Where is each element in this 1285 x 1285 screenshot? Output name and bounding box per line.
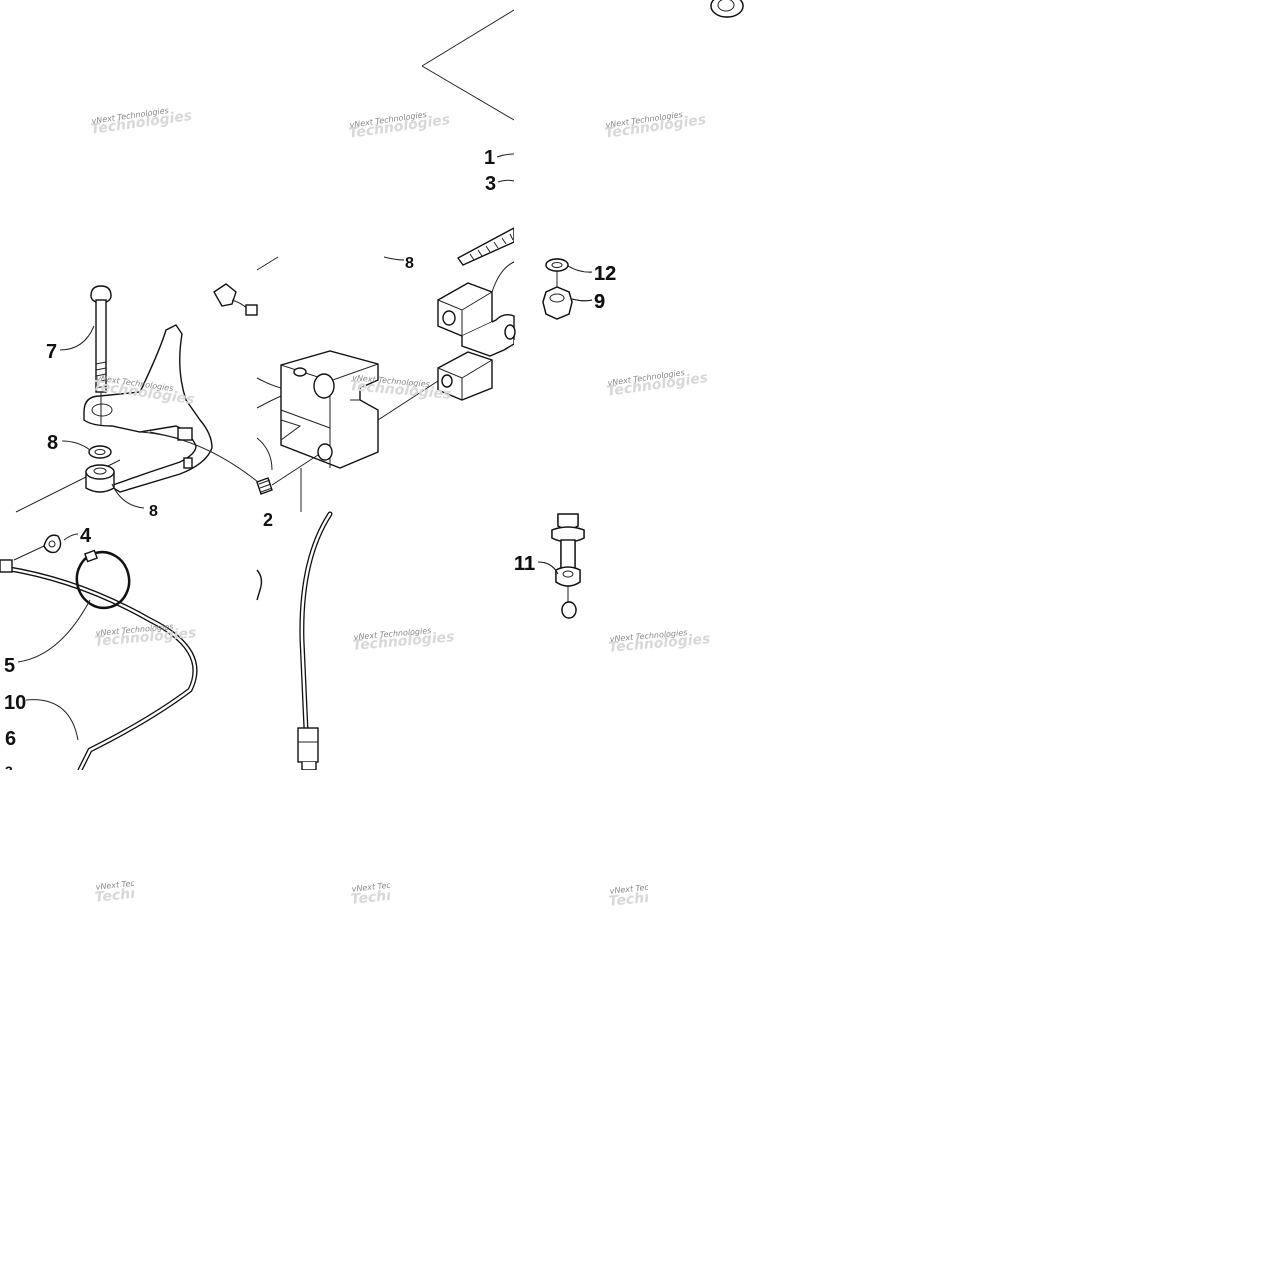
callout-11: 11 xyxy=(514,553,535,575)
callout-1: 1 xyxy=(484,147,495,169)
spring-pin xyxy=(256,256,319,512)
watermark-partial: Technologies vNext Technologies xyxy=(94,875,134,906)
long-threaded-bolt xyxy=(456,226,515,266)
pivot-bolt-7 xyxy=(59,285,112,426)
callout-8: 8 xyxy=(47,432,58,454)
callout-8-top: 8 xyxy=(405,255,414,272)
callout-11-label: 11 xyxy=(514,553,535,575)
cable-end-fitting-upper xyxy=(213,283,258,316)
brake-cable-center xyxy=(256,511,333,771)
bushing xyxy=(85,464,145,509)
brake-lever xyxy=(83,324,259,493)
cable-tie-5 xyxy=(17,549,131,663)
callout-12: 12 xyxy=(594,263,616,285)
acorn-nut-visible: 12 9 xyxy=(542,258,616,320)
clip-4 xyxy=(13,533,79,561)
clamp-block-upper-half xyxy=(437,261,516,401)
callout-3-upper: 3 xyxy=(485,173,496,195)
leader-10 xyxy=(25,699,79,741)
watermark: Technologies vNext Technologies xyxy=(94,622,197,650)
callout-9-label: 9 xyxy=(594,291,605,313)
callout-9: 9 xyxy=(594,291,605,313)
leader-8-top xyxy=(383,256,405,261)
brake-cable-left xyxy=(0,559,198,773)
callout-8-lower: 8 xyxy=(149,503,158,520)
callout-6: 6 xyxy=(5,728,16,750)
cap-screw-top-visible xyxy=(710,0,744,18)
callout-2: 2 xyxy=(263,510,273,530)
watermark-partial: Technologies vNext Technologies xyxy=(350,877,390,908)
adjuster-visible: 11 xyxy=(514,513,585,619)
watermark: Technologies vNext Technologies xyxy=(90,106,193,138)
callout-10: 10 xyxy=(4,692,26,714)
clamp-block-main xyxy=(280,350,439,469)
callout-4: 4 xyxy=(80,525,92,547)
callout-12-label: 12 xyxy=(594,263,616,285)
watermark: Technologies vNext Technologies xyxy=(349,373,452,403)
callout-5: 5 xyxy=(4,655,15,677)
callout-labels: 1 3 8 12 9 7 8 8 2 4 11 5 10 6 3 xyxy=(4,147,616,779)
callout-7: 7 xyxy=(46,341,57,363)
washer-8 xyxy=(61,440,112,459)
leader-lines-upper xyxy=(496,153,515,183)
